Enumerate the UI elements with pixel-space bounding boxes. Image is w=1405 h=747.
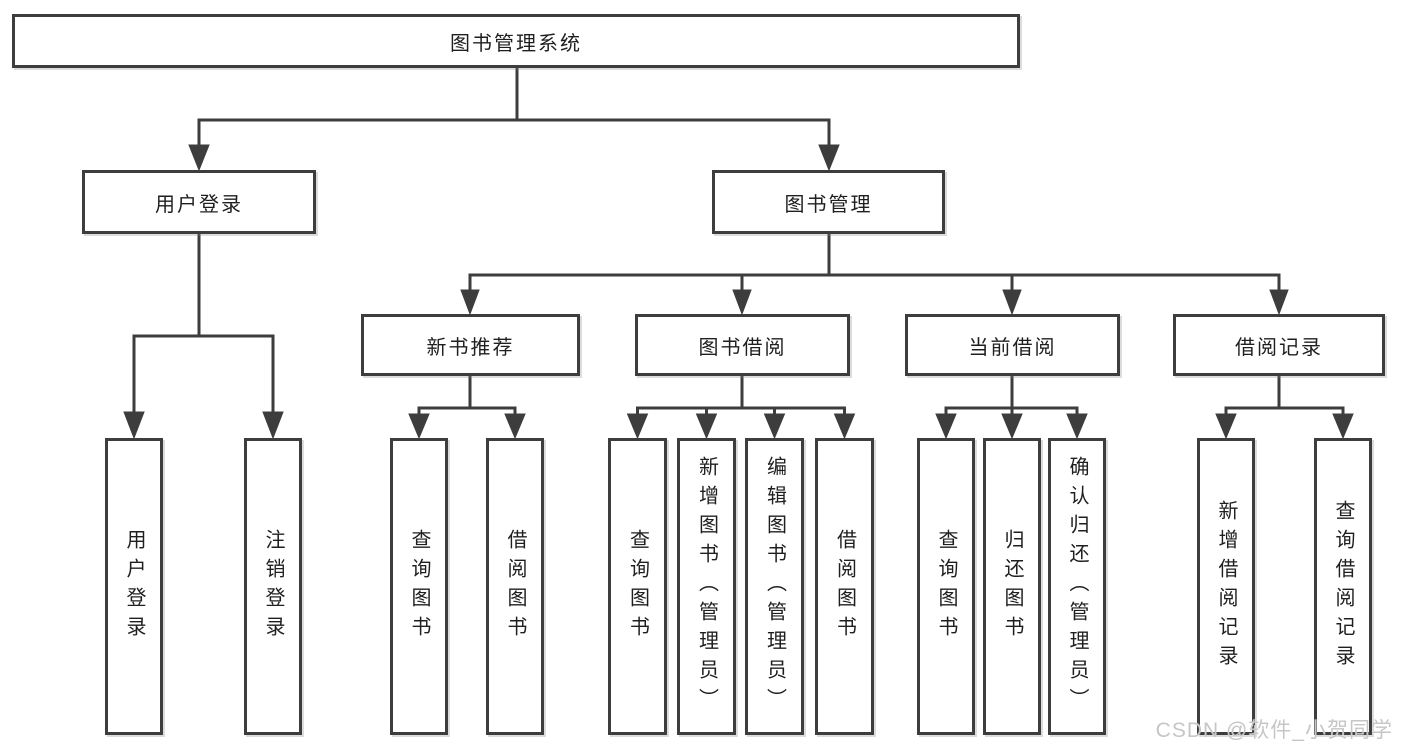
- leaf-current-query: 查询图书: [917, 438, 975, 735]
- node-user-login: 用户登录: [82, 170, 316, 234]
- edge-borrow-records-children: [1215, 376, 1354, 440]
- watermark: CSDN @软件_小贺同学: [1155, 719, 1393, 742]
- leaf-user-login: 用户登录: [105, 438, 163, 735]
- leaf-newbooks-borrow: 借阅图书: [486, 438, 544, 735]
- leaf-borrow-query: 查询图书: [608, 438, 667, 735]
- leaf-current-confirm: 确认归还（管理员）: [1048, 438, 1106, 735]
- edge-book-borrow-children: [626, 376, 856, 440]
- leaf-borrow-edit: 编辑图书（管理员）: [745, 438, 804, 735]
- leaf-borrow-borrow: 借阅图书: [815, 438, 874, 735]
- node-book-mgmt: 图书管理: [712, 170, 945, 234]
- edge-book-mgmt-children: [460, 234, 1289, 316]
- leaf-borrow-add: 新增图书（管理员）: [677, 438, 736, 735]
- node-book-borrow: 图书借阅: [635, 314, 850, 376]
- edge-current-borrow-children: [935, 376, 1088, 440]
- node-borrow-records: 借阅记录: [1173, 314, 1385, 376]
- leaf-current-return: 归还图书: [983, 438, 1041, 735]
- edge-new-books-children: [408, 376, 526, 440]
- node-new-books: 新书推荐: [361, 314, 580, 376]
- leaf-logout: 注销登录: [244, 438, 302, 735]
- node-root: 图书管理系统: [12, 14, 1020, 68]
- node-current-borrow: 当前借阅: [905, 314, 1120, 376]
- leaf-records-add: 新增借阅记录: [1197, 438, 1255, 735]
- leaf-records-query: 查询借阅记录: [1314, 438, 1372, 735]
- edge-user-login-children: [123, 234, 284, 440]
- leaf-newbooks-query: 查询图书: [390, 438, 448, 735]
- edge-root-to-level2: [188, 68, 840, 172]
